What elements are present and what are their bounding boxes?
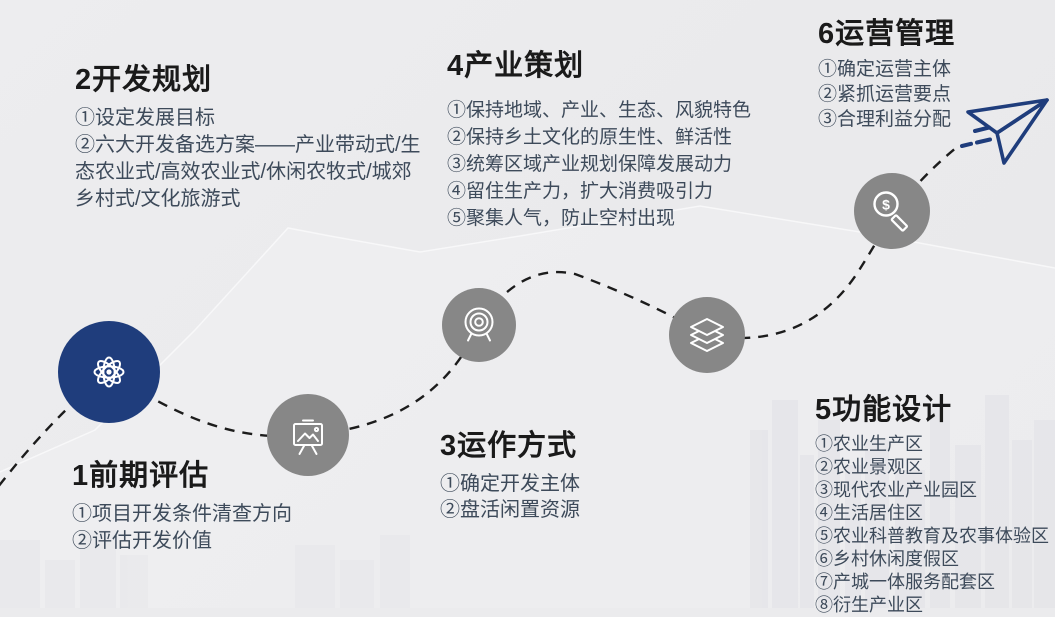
terrain-ridge-shape bbox=[0, 206, 1055, 608]
svg-text:$: $ bbox=[882, 197, 890, 213]
target-icon bbox=[464, 307, 494, 342]
section-4-title: 4产业策划 bbox=[447, 50, 585, 82]
city-skyline-left bbox=[0, 530, 410, 608]
section-5-title: 5功能设计 bbox=[815, 394, 953, 426]
list-item: ②评估开发价值 bbox=[72, 530, 212, 552]
section-3-operation-mode: 3运作方式 ①确定开发主体 ②盘活闲置资源 bbox=[440, 422, 710, 523]
list-item: ③统筹区域产业规划保障发展动力 bbox=[447, 154, 733, 175]
milestone-3 bbox=[442, 288, 516, 362]
section-6-operation-management: 6运营管理 ①确定运营主体 ②紧抓运营要点 ③合理利益分配 bbox=[818, 10, 1053, 132]
milestone-2 bbox=[267, 394, 349, 476]
city-skyline-right bbox=[750, 395, 1055, 608]
section-6-title: 6运营管理 bbox=[818, 18, 956, 50]
list-item: ①确定运营主体 bbox=[818, 59, 952, 80]
list-item: ③现代农业产业园区 bbox=[815, 480, 977, 500]
list-item: ③合理利益分配 bbox=[818, 109, 952, 130]
section-1-items: ①项目开发条件清查方向 ②评估开发价值 bbox=[72, 501, 392, 555]
milestone-5: $ bbox=[854, 173, 930, 249]
section-2-items: ①设定发展目标 ②六大开发备选方案——产业带动式/生态农业式/高效农业式/休闲农牧… bbox=[75, 105, 423, 213]
list-item: ①确定开发主体 bbox=[440, 473, 580, 495]
atom-icon bbox=[93, 356, 125, 388]
list-item: ②紧抓运营要点 bbox=[818, 84, 952, 105]
milestone-1 bbox=[58, 321, 160, 423]
layers-icon bbox=[690, 318, 724, 352]
list-item: ④留住生产力，扩大消费吸引力 bbox=[447, 181, 714, 202]
list-item: ⑦产城一体服务配套区 bbox=[815, 572, 995, 592]
presentation-board-icon bbox=[293, 419, 323, 455]
list-item: ②盘活闲置资源 bbox=[440, 499, 580, 521]
list-item: ①设定发展目标 bbox=[75, 107, 215, 129]
section-3-items: ①确定开发主体 ②盘活闲置资源 bbox=[440, 471, 710, 523]
list-item: ⑤农业科普教育及农事体验区 bbox=[815, 526, 1049, 546]
section-5-function-design: 5功能设计 ①农业生产区 ②农业景观区 ③现代农业产业园区 ④生活居住区 ⑤农业科普教育… bbox=[815, 386, 1055, 617]
milestone-2-circle bbox=[267, 394, 349, 476]
list-item: ②六大开发备选方案——产业带动式/生态农业式/高效农业式/休闲农牧式/城郊乡村式… bbox=[75, 134, 421, 210]
section-4-industry-planning: 4产业策划 ①保持地域、产业、生态、风貌特色 ②保持乡土文化的原生性、鲜活性 ③统筹… bbox=[447, 42, 782, 232]
section-5-items: ①农业生产区 ②农业景观区 ③现代农业产业园区 ④生活居住区 ⑤农业科普教育及农事体验区… bbox=[815, 433, 1055, 617]
section-2-development-planning: 2开发规划 ①设定发展目标 ②六大开发备选方案——产业带动式/生态农业式/高效农业… bbox=[75, 56, 423, 213]
list-item: ①项目开发条件清查方向 bbox=[72, 503, 292, 525]
paper-plane-icon bbox=[966, 98, 1049, 165]
section-6-items: ①确定运营主体 ②紧抓运营要点 ③合理利益分配 bbox=[818, 57, 1053, 132]
list-item: ①农业生产区 bbox=[815, 434, 923, 454]
list-item: ①保持地域、产业、生态、风貌特色 bbox=[447, 100, 752, 121]
section-1-title: 1前期评估 bbox=[72, 460, 210, 492]
list-item: ②保持乡土文化的原生性、鲜活性 bbox=[447, 127, 733, 148]
money-search-icon: $ bbox=[873, 191, 908, 232]
list-item: ⑥乡村休闲度假区 bbox=[815, 549, 959, 569]
list-item: ②农业景观区 bbox=[815, 457, 923, 477]
list-item: ⑧衍生产业区 bbox=[815, 595, 923, 615]
plane-speed-dashes bbox=[960, 125, 992, 148]
section-4-items: ①保持地域、产业、生态、风貌特色 ②保持乡土文化的原生性、鲜活性 ③统筹区域产业规划… bbox=[447, 97, 782, 232]
list-item: ④生活居住区 bbox=[815, 503, 923, 523]
section-3-title: 3运作方式 bbox=[440, 430, 578, 462]
milestone-4 bbox=[669, 297, 745, 373]
list-item: ⑤聚集人气，防止空村出现 bbox=[447, 208, 676, 229]
milestone-5-circle bbox=[854, 173, 930, 249]
section-2-title: 2开发规划 bbox=[75, 64, 213, 96]
section-1-pre-assessment: 1前期评估 ①项目开发条件清查方向 ②评估开发价值 bbox=[72, 452, 392, 555]
